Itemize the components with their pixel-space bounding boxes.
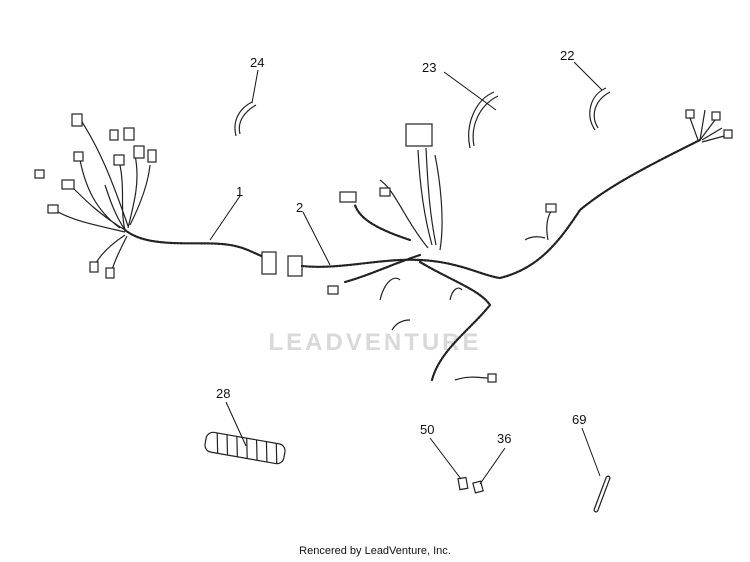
leader-line-23 bbox=[443, 71, 497, 111]
part-28-wire-sleeve[interactable] bbox=[204, 431, 286, 465]
callout-50: 50 bbox=[420, 422, 434, 437]
callout-1: 1 bbox=[236, 184, 243, 199]
leader-line-69 bbox=[581, 427, 601, 477]
leader-line-36 bbox=[479, 447, 506, 485]
callout-24: 24 bbox=[250, 55, 264, 70]
part-22-wire-clip[interactable] bbox=[589, 87, 611, 131]
callout-28: 28 bbox=[216, 386, 230, 401]
part-69-tie-strap[interactable] bbox=[593, 475, 611, 513]
part-1-main-harness[interactable] bbox=[34, 113, 277, 279]
leader-line-2 bbox=[302, 211, 331, 266]
leader-line-50 bbox=[429, 437, 462, 480]
leader-line-1 bbox=[209, 195, 241, 241]
footer-credit: Rencered by LeadVenture, Inc. bbox=[299, 545, 451, 557]
callout-69: 69 bbox=[572, 412, 586, 427]
callout-2: 2 bbox=[296, 200, 303, 215]
part-36-terminal[interactable] bbox=[472, 480, 484, 494]
part-2-main-harness[interactable] bbox=[287, 109, 733, 383]
leader-line-28 bbox=[225, 401, 247, 447]
part-24-wire-clip[interactable] bbox=[234, 101, 257, 137]
watermark: LEADVENTURE bbox=[268, 329, 481, 356]
part-50-terminal[interactable] bbox=[457, 476, 469, 491]
part-23-wire-clip[interactable] bbox=[468, 91, 499, 149]
leader-line-24 bbox=[251, 69, 259, 104]
callout-23: 23 bbox=[422, 60, 436, 75]
callout-36: 36 bbox=[497, 431, 511, 446]
callout-22: 22 bbox=[560, 48, 574, 63]
leader-line-22 bbox=[573, 61, 603, 91]
